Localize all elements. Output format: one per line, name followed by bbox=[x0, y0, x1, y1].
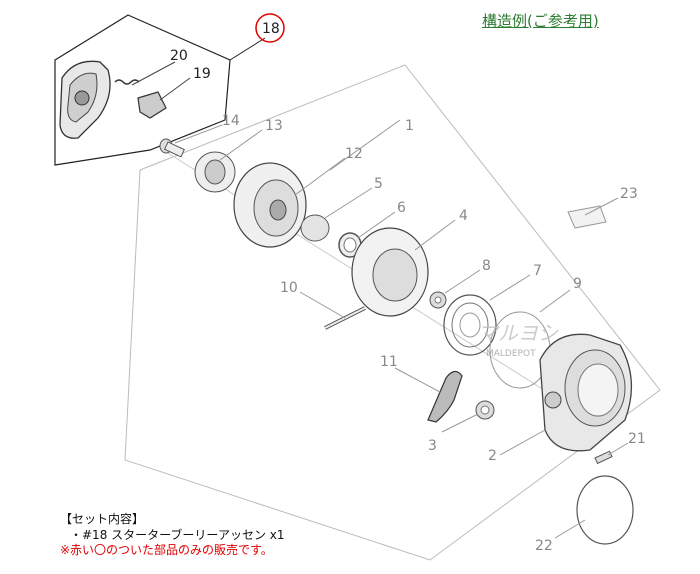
part-14-bolt bbox=[159, 138, 185, 158]
watermark: マルヨシ MALDEPOT bbox=[478, 321, 559, 359]
part-number-20: 20 bbox=[170, 48, 188, 64]
part-20-spring bbox=[114, 79, 140, 85]
leader-18 bbox=[229, 37, 266, 61]
part-number-23: 23 bbox=[620, 186, 638, 202]
part-21-screw bbox=[594, 450, 613, 465]
part-number-13: 13 bbox=[265, 118, 283, 134]
part-number-10: 10 bbox=[280, 280, 298, 296]
part-number-5: 5 bbox=[374, 176, 383, 192]
part-6-ring bbox=[338, 232, 362, 258]
watermark-logo: マルヨシ bbox=[478, 321, 559, 345]
part-number-12: 12 bbox=[345, 146, 363, 162]
assembly-boundary bbox=[124, 64, 661, 561]
part-number-6: 6 bbox=[397, 200, 406, 216]
part-number-4: 4 bbox=[459, 208, 468, 224]
leader-20 bbox=[131, 61, 176, 86]
part-number-21: 21 bbox=[628, 431, 646, 447]
part-2-housing bbox=[539, 333, 633, 452]
part-number-2: 2 bbox=[488, 448, 497, 464]
part-13-hub bbox=[194, 151, 236, 193]
part-19-pawl bbox=[137, 91, 167, 119]
highlight-circle-18 bbox=[255, 13, 285, 43]
watermark-text: MALDEPOT bbox=[486, 349, 536, 359]
part-4-reel bbox=[351, 227, 429, 317]
part-number-19: 19 bbox=[193, 66, 211, 82]
leader-19 bbox=[159, 77, 191, 101]
part-3-nut bbox=[475, 400, 495, 420]
part-11-knob bbox=[427, 370, 463, 423]
leader-lines bbox=[174, 119, 629, 539]
part-number-11: 11 bbox=[380, 354, 398, 370]
part-8-washer bbox=[429, 291, 447, 309]
inset-boundary bbox=[54, 14, 231, 166]
set-contents-item: ・#18 スターターブーリーアッセン x1 bbox=[70, 528, 285, 542]
sales-note: ※赤い〇のついた部品のみの販売です。 bbox=[60, 543, 273, 557]
set-contents-heading: 【セット内容】 bbox=[60, 512, 145, 526]
part-23-label bbox=[567, 205, 607, 229]
part-22-cover bbox=[576, 475, 634, 545]
part-number-3: 3 bbox=[428, 438, 437, 454]
part-number-22: 22 bbox=[535, 538, 553, 554]
part-number-7: 7 bbox=[533, 263, 542, 279]
part-number-9: 9 bbox=[573, 276, 582, 292]
diagram-title: 構造例(ご参考用) bbox=[482, 12, 599, 30]
part-number-18: 18 bbox=[262, 21, 280, 37]
part-number-8: 8 bbox=[482, 258, 491, 274]
part-12-drum bbox=[233, 162, 307, 248]
part-number-14: 14 bbox=[222, 113, 240, 129]
part-5-cam bbox=[300, 214, 330, 242]
part-18-pulley-housing bbox=[59, 60, 111, 139]
part-7-spring bbox=[443, 294, 497, 356]
part-number-1: 1 bbox=[405, 118, 414, 134]
